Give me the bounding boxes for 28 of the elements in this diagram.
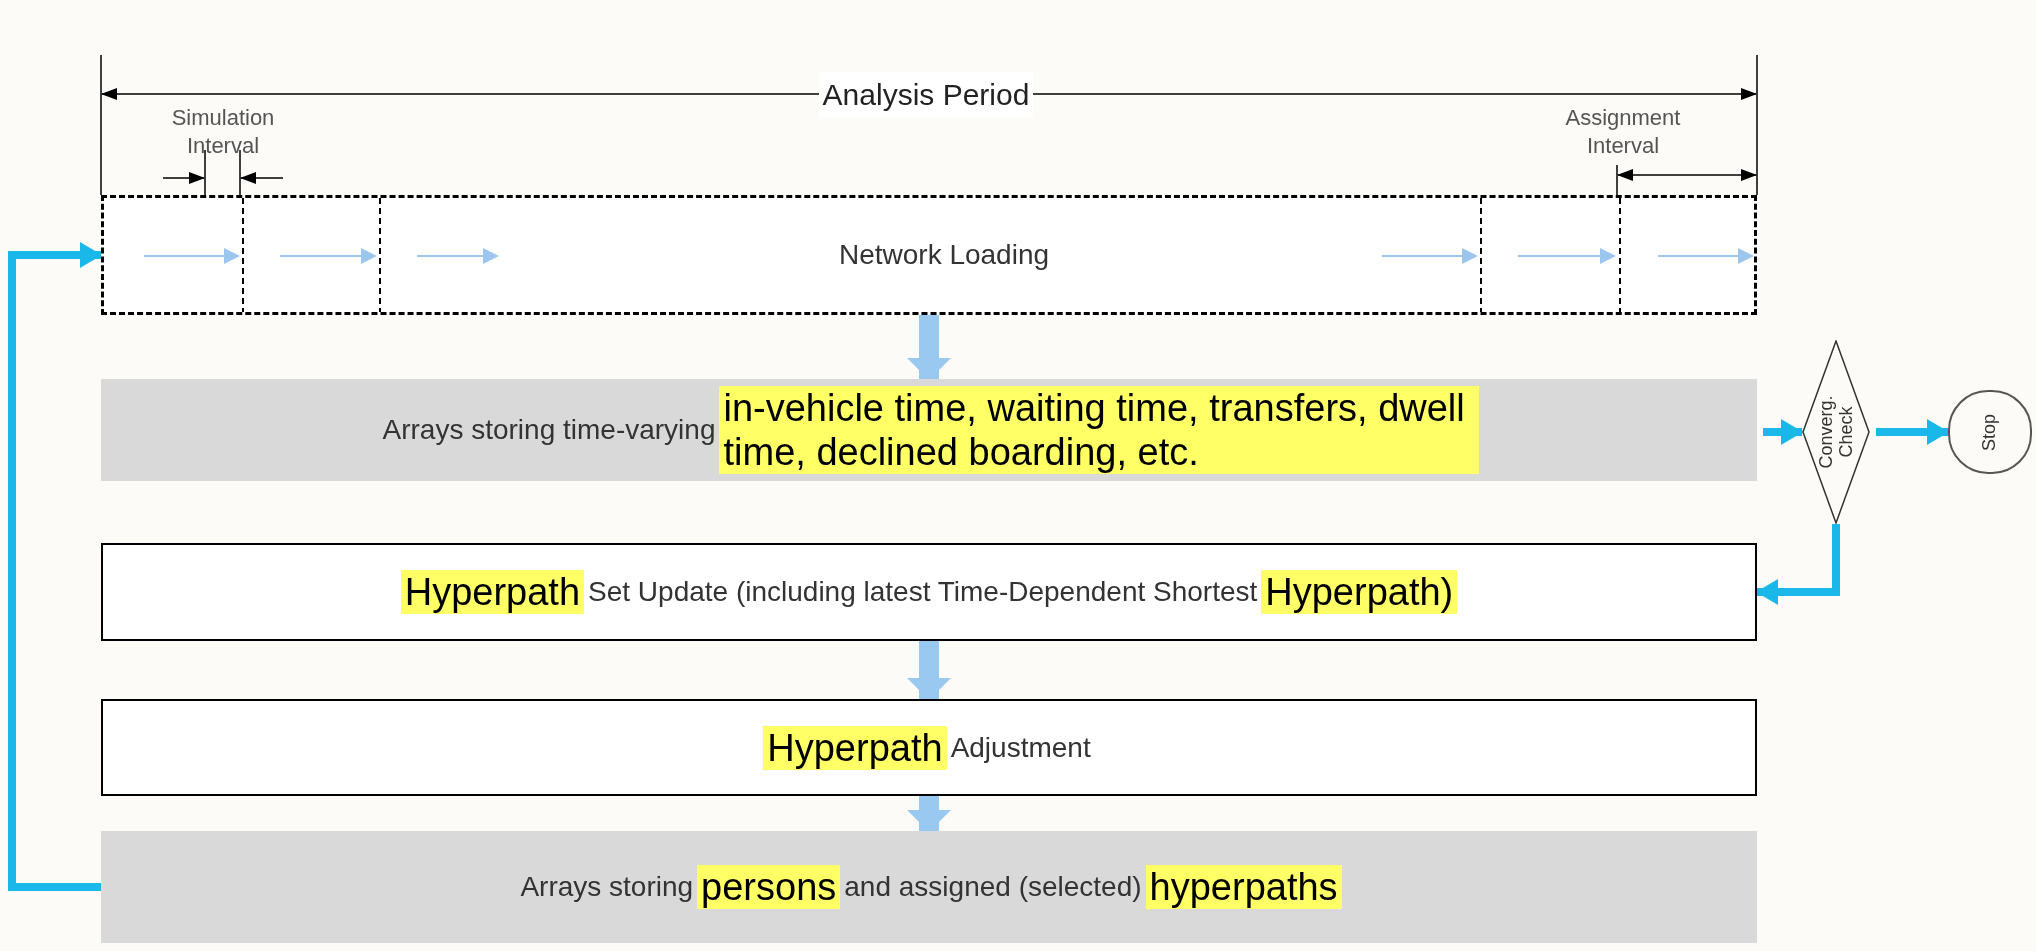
dimension-label: Assignment Interval — [1564, 104, 1682, 160]
dimension-label: Analysis Period — [818, 71, 1034, 117]
highlighted-text: in-vehicle time, waiting time, transfers, dwell time, declined boarding, etc. — [719, 386, 1480, 474]
arrow — [8, 242, 102, 891]
arrow — [907, 315, 951, 380]
network-loading-box — [101, 195, 1757, 315]
node-text: Adjustment — [949, 730, 1092, 765]
highlighted-text: Hyperpath — [763, 725, 947, 770]
array-band — [101, 831, 1757, 943]
array-band — [101, 379, 1757, 481]
node-text: Converg. Check — [1816, 394, 1856, 471]
node-text: Set Update (including latest Time-Dependent Shortest — [587, 575, 1259, 609]
node-text: and assigned (selected) — [843, 870, 1143, 904]
arrow — [1756, 524, 1840, 605]
arrow — [907, 796, 951, 832]
node-text: Arrays storing time-varying — [381, 413, 717, 447]
highlighted-text: Hyperpath — [400, 570, 585, 614]
node-text: Stop — [1978, 413, 2001, 451]
dimension-label: Simulation Interval — [170, 104, 276, 160]
highlighted-text: persons — [697, 865, 841, 909]
process-box — [101, 699, 1757, 796]
node-text: Arrays storing — [519, 870, 695, 904]
process-box — [101, 543, 1757, 641]
arrow — [907, 641, 951, 700]
node-text: Network Loading — [837, 238, 1051, 272]
decision-diamond — [1802, 340, 1870, 524]
highlighted-text: Hyperpath) — [1261, 570, 1458, 614]
highlighted-text: hyperpaths — [1145, 865, 1342, 909]
